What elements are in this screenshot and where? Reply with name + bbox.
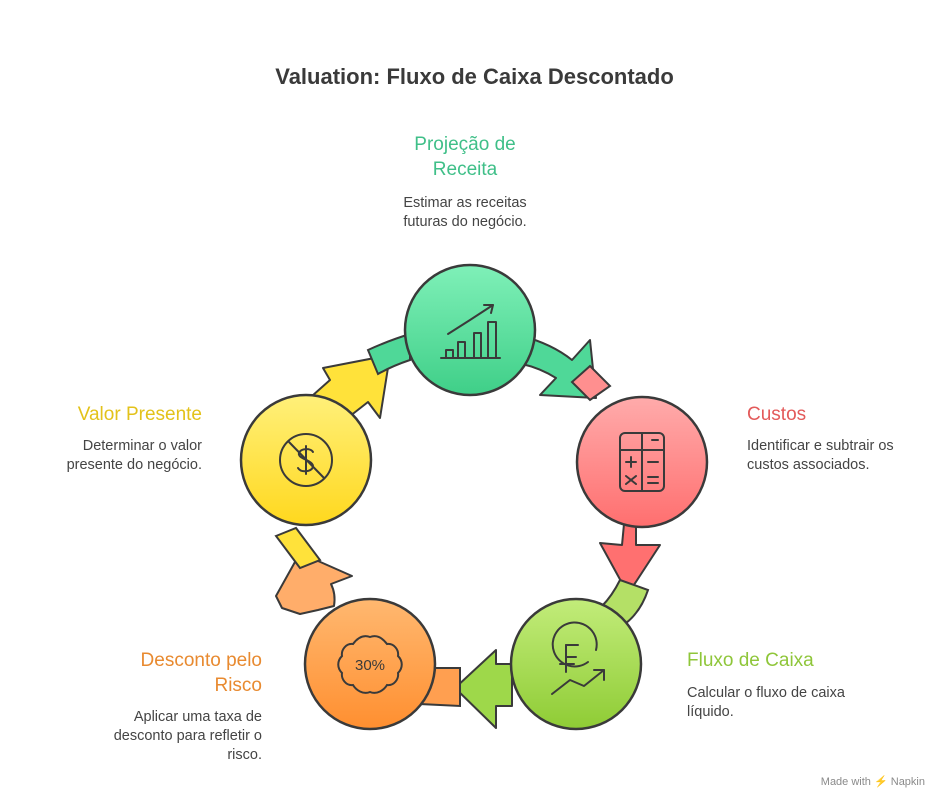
calculator-icon: [619, 432, 665, 492]
discount-badge-icon: 30%: [337, 635, 403, 694]
step-valor-title: Valor Presente: [77, 404, 202, 425]
made-with-footer[interactable]: Made with ⚡ Napkin: [821, 775, 925, 788]
arrow-fluxo-to-desconto: [454, 649, 513, 729]
node-fluxo: [509, 597, 643, 731]
page-title: Valuation: Fluxo de Caixa Descontado: [275, 64, 674, 89]
napkin-brand: Napkin: [890, 776, 925, 788]
bar-chart-growth-icon: [440, 304, 501, 359]
step-custos-title: Custos: [747, 404, 807, 425]
node-valor: [239, 393, 373, 527]
node-custos: [575, 395, 709, 529]
node-projecao: [403, 263, 537, 397]
napkin-logo-icon: ⚡: [873, 776, 888, 788]
step-fluxo-title: Fluxo de Caixa: [687, 650, 814, 671]
discount-badge-text: 30%: [355, 657, 385, 674]
made-with-text: Made with: [820, 776, 871, 788]
franc-coin-trend-icon: [551, 621, 605, 695]
arrow-desconto-to-valor: [275, 552, 353, 615]
no-dollar-icon: [279, 433, 333, 487]
node-desconto: 30%: [303, 597, 437, 731]
